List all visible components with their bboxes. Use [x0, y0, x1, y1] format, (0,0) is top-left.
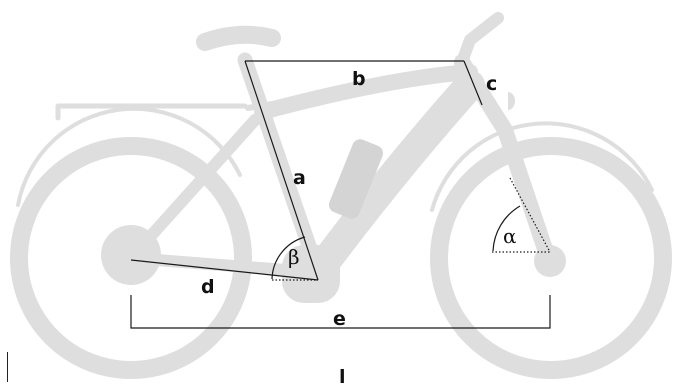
head-angle-ref-line	[509, 177, 551, 253]
label-alpha-angle: α	[503, 224, 517, 248]
left-edge-marker	[7, 352, 8, 382]
e-bike-silhouette-icon	[10, 12, 672, 379]
bike-solid-parts	[101, 92, 566, 303]
seat-tube-line-a	[244, 60, 319, 281]
head-angle-arc	[492, 205, 521, 252]
wheelbase-line-e	[130, 295, 551, 329]
label-a: a	[293, 167, 306, 189]
measurement-lines	[130, 60, 551, 329]
label-beta-angle: β	[288, 245, 300, 269]
label-d: d	[201, 276, 215, 298]
label-e: e	[333, 308, 346, 330]
label-b: b	[352, 68, 366, 90]
label-c: c	[486, 73, 497, 95]
chainstay-line-d	[130, 259, 319, 281]
seat-angle-arc	[271, 236, 306, 280]
label-l: l	[339, 366, 346, 387]
head-tube-line-c	[463, 60, 483, 106]
